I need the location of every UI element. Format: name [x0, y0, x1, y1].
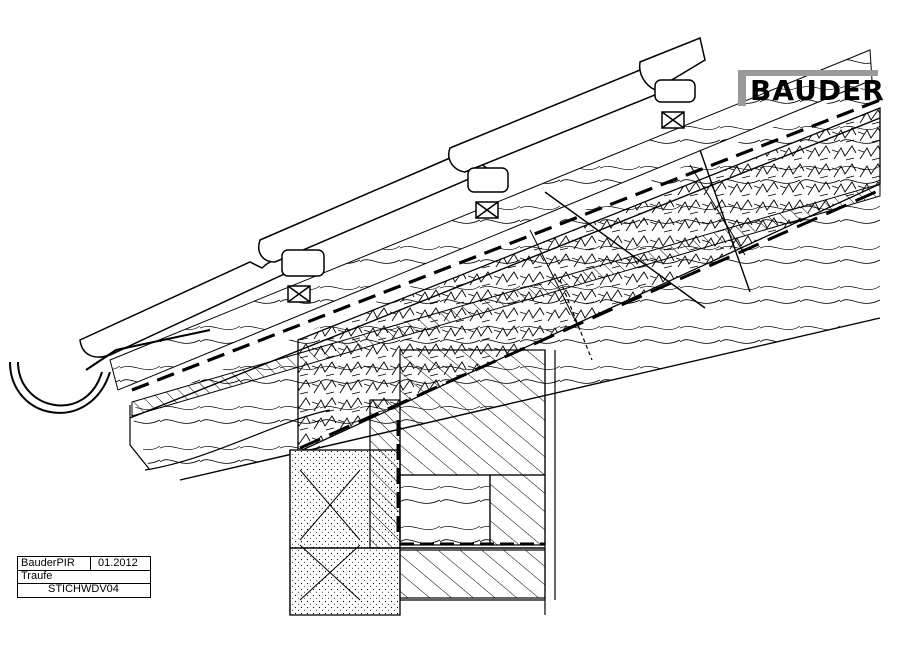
outline-lines	[289, 350, 556, 615]
gutter	[9, 329, 211, 414]
counter-battens	[109, 49, 873, 391]
title-block-row-location: Traufe	[18, 570, 150, 584]
detail-location: Traufe	[21, 570, 53, 582]
logo-text: BAUDER	[750, 74, 885, 107]
title-block: BauderPIR 01.2012 Traufe STICHWDV04	[17, 556, 151, 598]
logo-side-decoration	[738, 70, 746, 106]
wall-plate	[369, 349, 546, 601]
title-block-divider	[90, 557, 91, 570]
drawing-code: STICHWDV04	[48, 583, 119, 595]
title-block-row-product: BauderPIR 01.2012	[18, 557, 150, 571]
roof-tiles	[79, 36, 706, 358]
logo-bar-decoration	[738, 70, 878, 76]
drawing-date: 01.2012	[98, 557, 138, 569]
title-block-row-code: STICHWDV04	[18, 583, 150, 596]
bauder-logo: BAUDER	[738, 70, 884, 106]
product-name: BauderPIR	[21, 557, 75, 569]
